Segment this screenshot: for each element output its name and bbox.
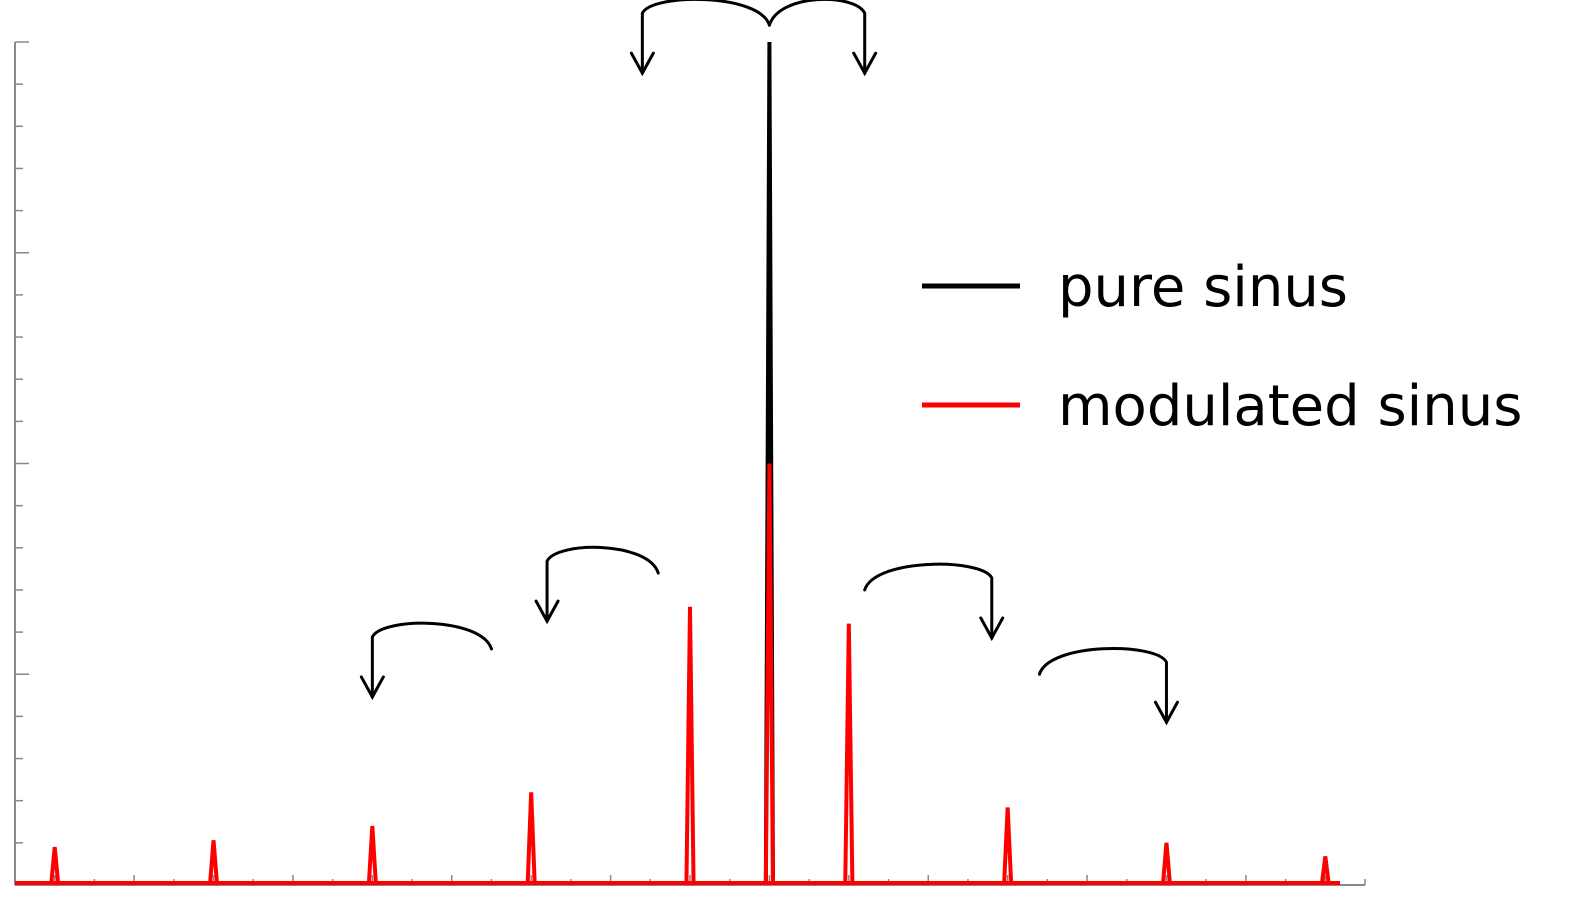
arrowhead (852, 51, 878, 77)
modulated-sinus-peak (1160, 842, 1173, 886)
curved-arrow (767, 0, 867, 75)
arrowhead (1153, 700, 1179, 726)
modulated-sinus-peak (763, 463, 775, 886)
modulated-sinus-peak (1002, 807, 1014, 886)
modulated-sinus-peak (49, 846, 61, 886)
curved-arrow (640, 0, 771, 75)
curved-arrow (545, 545, 660, 623)
modulated-sinus-peak (207, 840, 220, 886)
series-layer (15, 41, 1340, 886)
modulated-sinus-peak (684, 606, 696, 886)
legend-label-modulated-sinus: modulated sinus (1058, 374, 1522, 439)
modulated-sinus-peak (1319, 856, 1331, 886)
arrowhead (979, 616, 1005, 642)
arrowhead (629, 51, 655, 77)
curved-arrow (1037, 647, 1168, 724)
curved-arrow (370, 621, 493, 699)
legend-label-pure-sinus: pure sinus (1058, 255, 1348, 320)
arrowhead (359, 675, 385, 701)
annotation-layer (359, 0, 1179, 726)
modulated-sinus-peak (843, 623, 855, 886)
legend: pure sinus modulated sinus (922, 255, 1522, 439)
curved-arrow (863, 562, 994, 640)
arrowhead (534, 599, 560, 625)
x-ticks (14, 875, 1366, 885)
y-ticks (15, 41, 29, 886)
modulated-sinus-peak (366, 825, 378, 886)
modulated-sinus-peak (525, 792, 537, 886)
